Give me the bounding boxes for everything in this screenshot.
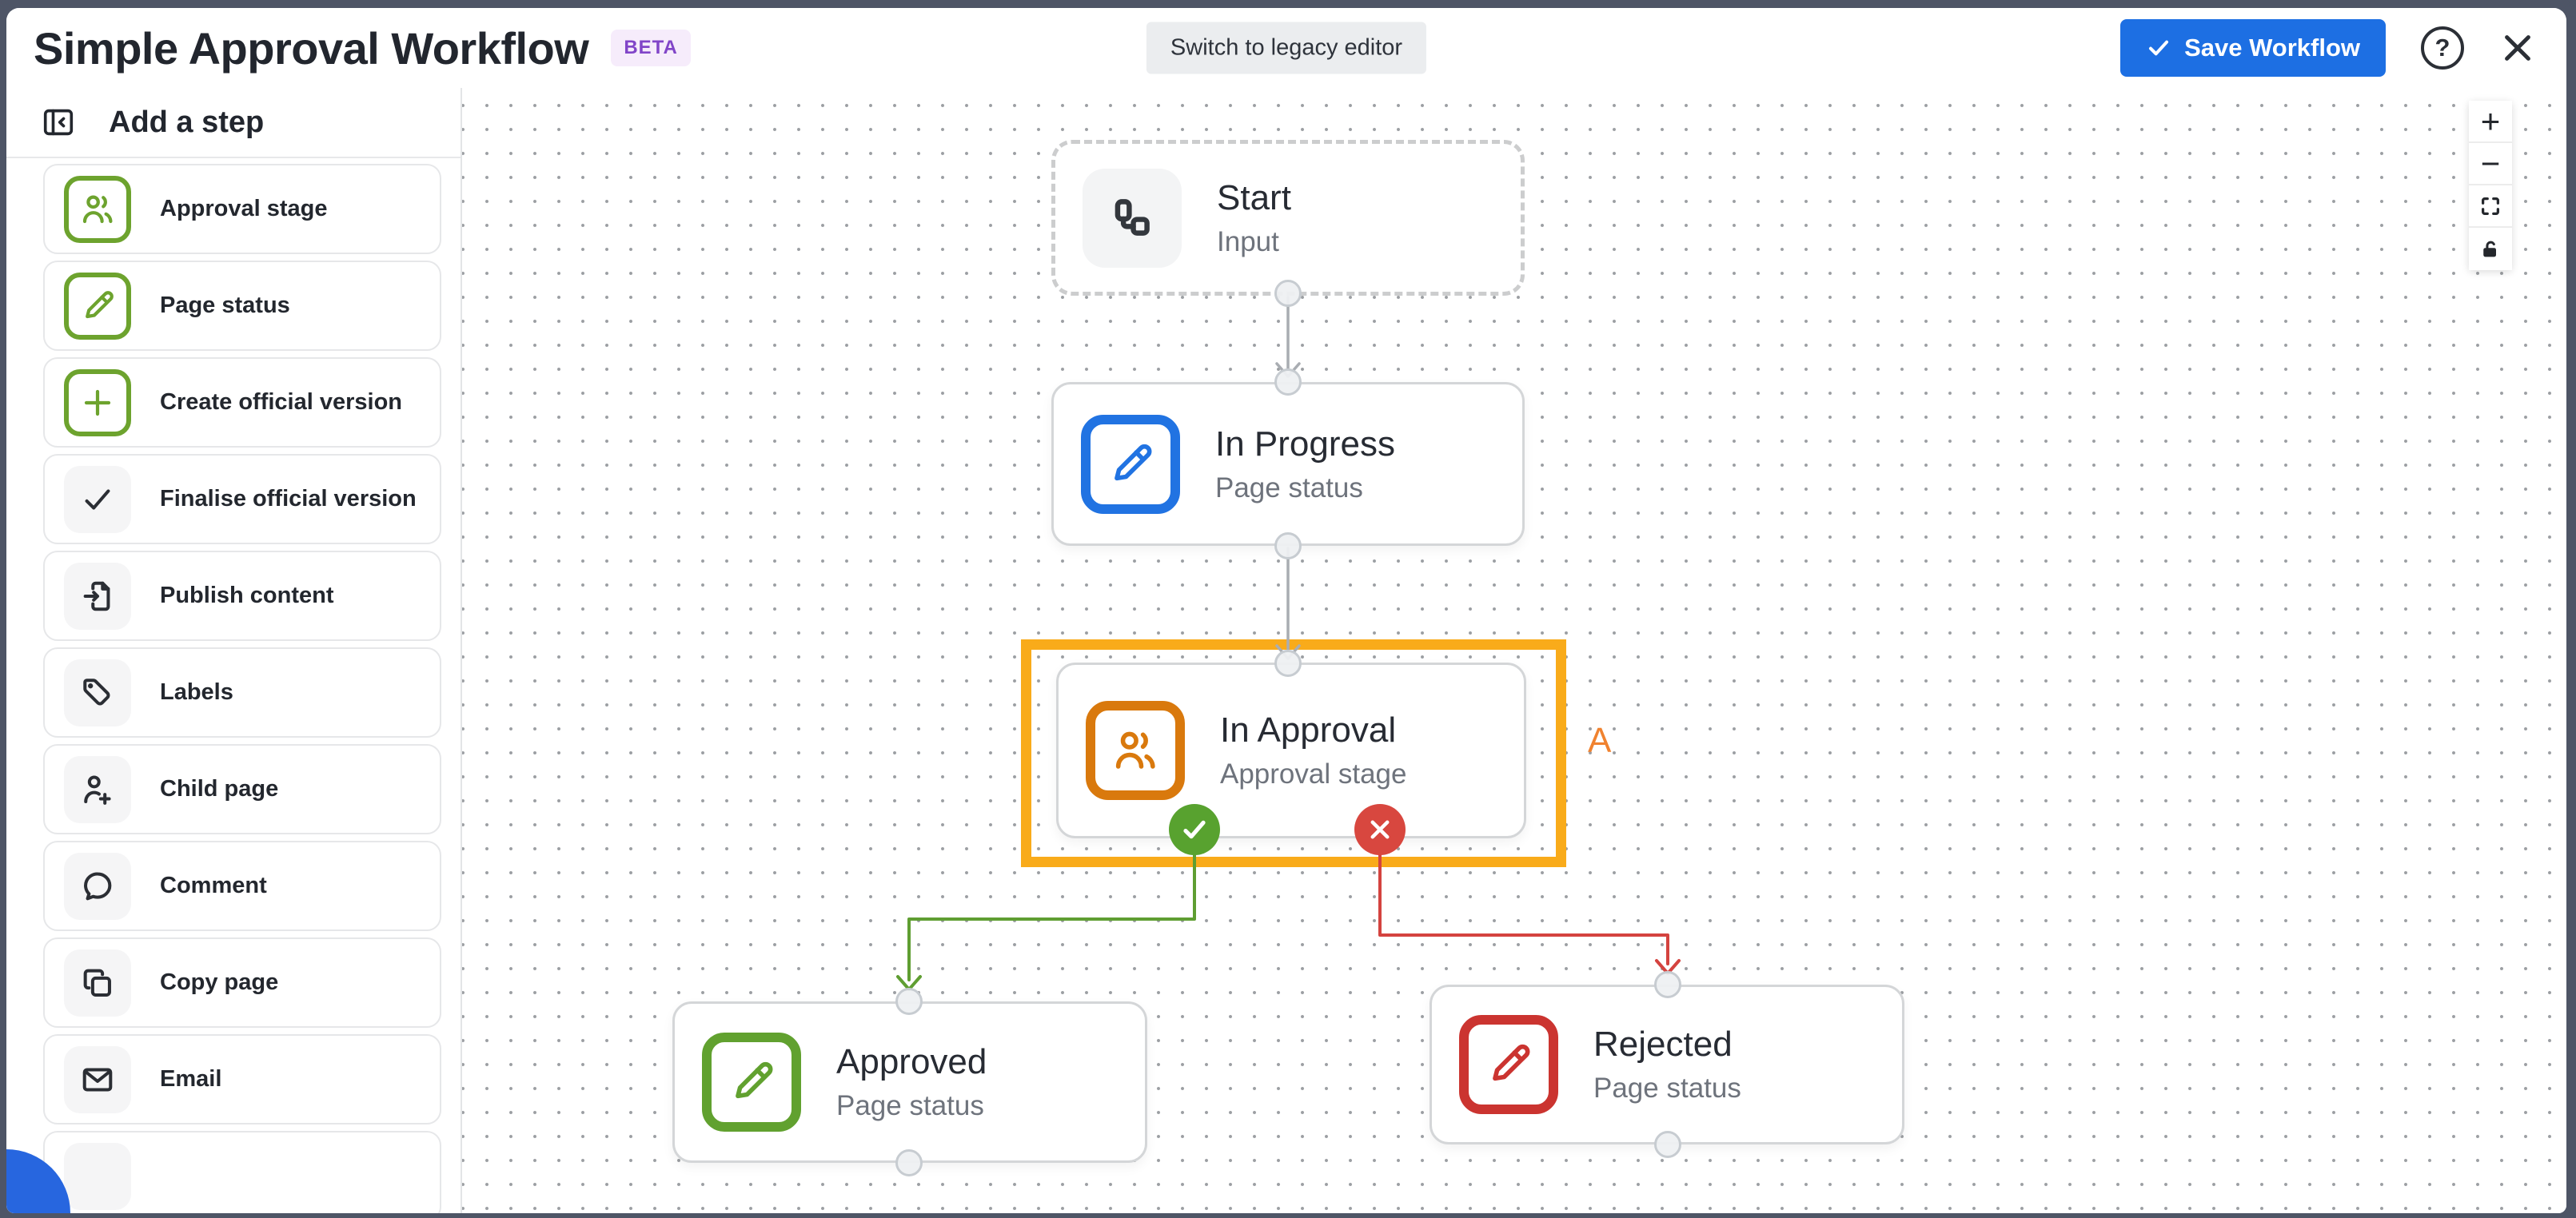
node-text: In Progress Page status xyxy=(1215,424,1395,504)
node-title: Approved xyxy=(836,1042,987,1081)
pencil-icon xyxy=(702,1033,801,1132)
person-add-icon xyxy=(64,755,131,823)
switch-to-legacy-editor-button[interactable]: Switch to legacy editor xyxy=(1146,22,1427,74)
sidebar-item-create-official-version[interactable]: Create official version xyxy=(43,357,441,448)
node-in-approval[interactable]: In Approval Approval stage xyxy=(1056,663,1526,838)
file-export-icon xyxy=(64,562,131,630)
node-text: Rejected Page status xyxy=(1593,1025,1741,1105)
close-icon[interactable] xyxy=(2499,30,2536,66)
lock-toggle-button[interactable] xyxy=(2469,228,2512,270)
editor-content: Add a step Approval stage Page status xyxy=(6,88,2566,1213)
top-bar-actions: Save Workflow ? xyxy=(2120,8,2536,88)
people-icon xyxy=(1086,701,1185,800)
port-approved-top[interactable] xyxy=(895,988,923,1015)
collaborator-label: A xyxy=(1588,721,1612,760)
node-title: In Approval xyxy=(1220,710,1397,750)
zoom-controls: + − xyxy=(2469,101,2512,270)
sidebar-item-child-page[interactable]: Child page xyxy=(43,744,441,834)
port-rejected-top[interactable] xyxy=(1654,971,1681,998)
node-subtitle: Page status xyxy=(836,1090,984,1121)
minus-icon: − xyxy=(2480,144,2501,182)
plus-icon xyxy=(64,368,131,436)
step-list: Approval stage Page status Create offici… xyxy=(6,164,461,1213)
sidebar-item-page-status[interactable]: Page status xyxy=(43,261,441,351)
speech-bubble-icon xyxy=(64,852,131,920)
sidebar-divider xyxy=(6,157,461,158)
zoom-in-button[interactable]: + xyxy=(2469,101,2512,143)
top-bar: Simple Approval Workflow BETA Switch to … xyxy=(6,8,2566,88)
page-title: Simple Approval Workflow xyxy=(34,22,589,74)
sidebar-title: Add a step xyxy=(109,105,265,139)
sidebar-item-publish-content[interactable]: Publish content xyxy=(43,551,441,641)
port-rejected-bottom[interactable] xyxy=(1654,1131,1681,1158)
pencil-icon xyxy=(64,272,131,340)
node-title: Start xyxy=(1217,177,1291,217)
port-in-progress-bottom[interactable] xyxy=(1274,532,1302,559)
node-in-progress[interactable]: In Progress Page status xyxy=(1051,382,1525,546)
reject-badge[interactable] xyxy=(1354,804,1406,855)
add-step-sidebar: Add a step Approval stage Page status xyxy=(6,88,462,1213)
sidebar-item-copy-page[interactable]: Copy page xyxy=(43,937,441,1028)
node-subtitle: Page status xyxy=(1215,472,1363,504)
approve-badge[interactable] xyxy=(1169,804,1220,855)
node-text: Start Input xyxy=(1217,178,1291,258)
check-icon xyxy=(2146,35,2171,61)
sidebar-item-approval-stage[interactable]: Approval stage xyxy=(43,164,441,254)
help-icon[interactable]: ? xyxy=(2421,26,2464,70)
port-start-bottom[interactable] xyxy=(1274,280,1302,307)
node-approved[interactable]: Approved Page status xyxy=(672,1001,1147,1163)
pencil-icon xyxy=(1459,1015,1558,1114)
save-workflow-label: Save Workflow xyxy=(2184,34,2360,62)
save-workflow-button[interactable]: Save Workflow xyxy=(2120,19,2386,77)
port-in-approval-top[interactable] xyxy=(1274,650,1302,677)
sidebar-item-partial[interactable] xyxy=(43,1131,441,1213)
node-subtitle: Page status xyxy=(1593,1073,1741,1104)
fit-view-icon xyxy=(2478,194,2502,218)
node-rejected[interactable]: Rejected Page status xyxy=(1430,985,1904,1144)
node-title: In Progress xyxy=(1215,424,1395,464)
sidebar-item-email[interactable]: Email xyxy=(43,1034,441,1124)
node-title: Rejected xyxy=(1593,1025,1733,1064)
node-subtitle: Input xyxy=(1217,225,1279,257)
copy-icon xyxy=(64,949,131,1017)
node-start[interactable]: Start Input xyxy=(1051,140,1525,296)
workflow-canvas[interactable]: Start Input In Progress Page status xyxy=(462,88,2566,1213)
pencil-icon xyxy=(1081,414,1180,514)
x-icon xyxy=(1366,816,1394,843)
people-icon xyxy=(64,175,131,243)
check-icon xyxy=(1179,814,1210,845)
tag-icon xyxy=(64,659,131,726)
envelope-icon xyxy=(64,1045,131,1113)
check-icon xyxy=(64,465,131,533)
node-subtitle: Approval stage xyxy=(1220,758,1407,790)
collapse-panel-icon[interactable] xyxy=(40,104,77,141)
sidebar-item-comment[interactable]: Comment xyxy=(43,841,441,931)
node-text: Approved Page status xyxy=(836,1042,987,1122)
port-in-progress-top[interactable] xyxy=(1274,368,1302,396)
sidebar-item-labels[interactable]: Labels xyxy=(43,647,441,738)
node-text: In Approval Approval stage xyxy=(1220,710,1406,790)
workflow-editor-modal: Simple Approval Workflow BETA Switch to … xyxy=(6,8,2566,1213)
workflow-start-icon xyxy=(1083,168,1182,268)
sidebar-header: Add a step xyxy=(6,88,461,157)
sidebar-item-finalise-official-version[interactable]: Finalise official version xyxy=(43,454,441,544)
plus-icon: + xyxy=(2480,102,2501,140)
unlock-icon xyxy=(2479,238,2502,261)
fit-view-button[interactable] xyxy=(2469,185,2512,228)
port-approved-bottom[interactable] xyxy=(895,1149,923,1176)
zoom-out-button[interactable]: − xyxy=(2469,143,2512,185)
hidden-icon xyxy=(64,1142,131,1210)
beta-badge: BETA xyxy=(611,30,691,66)
title-wrap: Simple Approval Workflow BETA xyxy=(34,22,691,74)
